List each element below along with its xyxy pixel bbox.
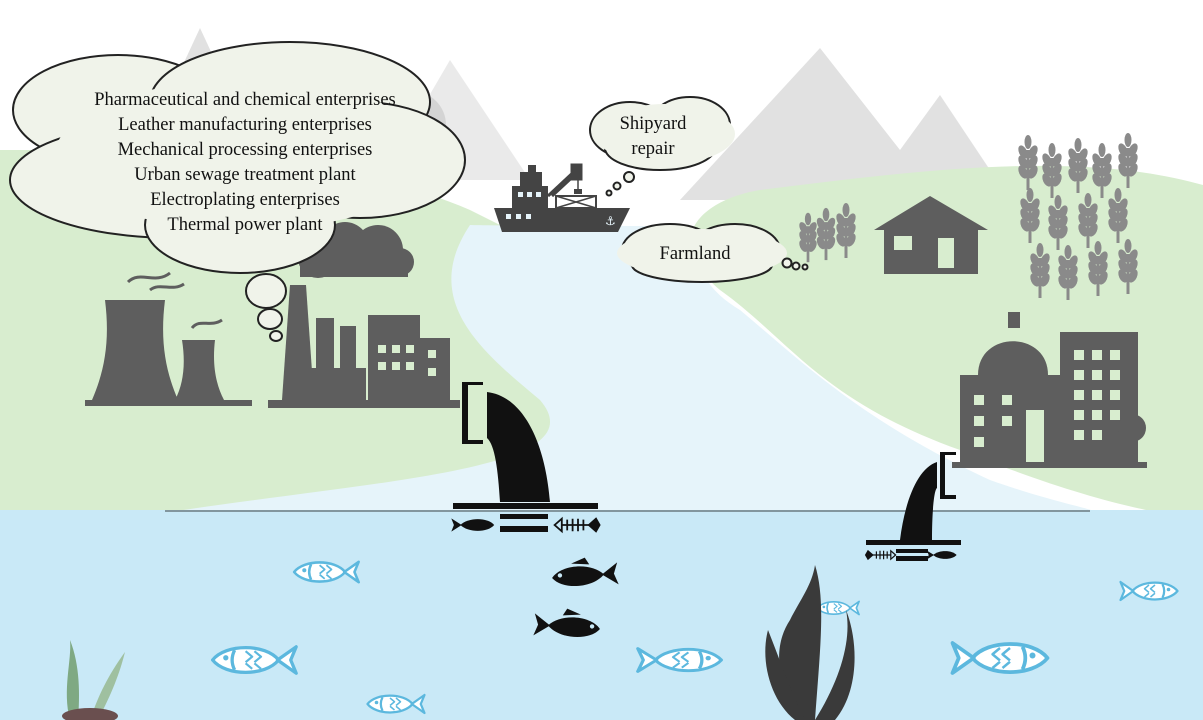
- industry-sources-list: Pharmaceutical and chemical enterprises …: [40, 88, 450, 238]
- shipyard-label-line: repair: [598, 137, 708, 162]
- crane-icon: [548, 165, 582, 196]
- industry-source-item: Leather manufacturing enterprises: [40, 113, 450, 138]
- industry-source-item: Urban sewage treatment plant: [40, 163, 450, 188]
- shipyard-label: Shipyard repair: [598, 112, 708, 162]
- shipyard-label-line: Shipyard: [598, 112, 708, 137]
- industry-source-item: Electroplating enterprises: [40, 188, 450, 213]
- farmland-label: Farmland: [630, 242, 760, 267]
- farmland-label-line: Farmland: [630, 242, 760, 267]
- industry-source-item: Pharmaceutical and chemical enterprises: [40, 88, 450, 113]
- industry-source-item: Thermal power plant: [40, 213, 450, 238]
- water-body: [0, 510, 1203, 720]
- industry-source-item: Mechanical processing enterprises: [40, 138, 450, 163]
- svg-text:⚓: ⚓: [605, 214, 616, 228]
